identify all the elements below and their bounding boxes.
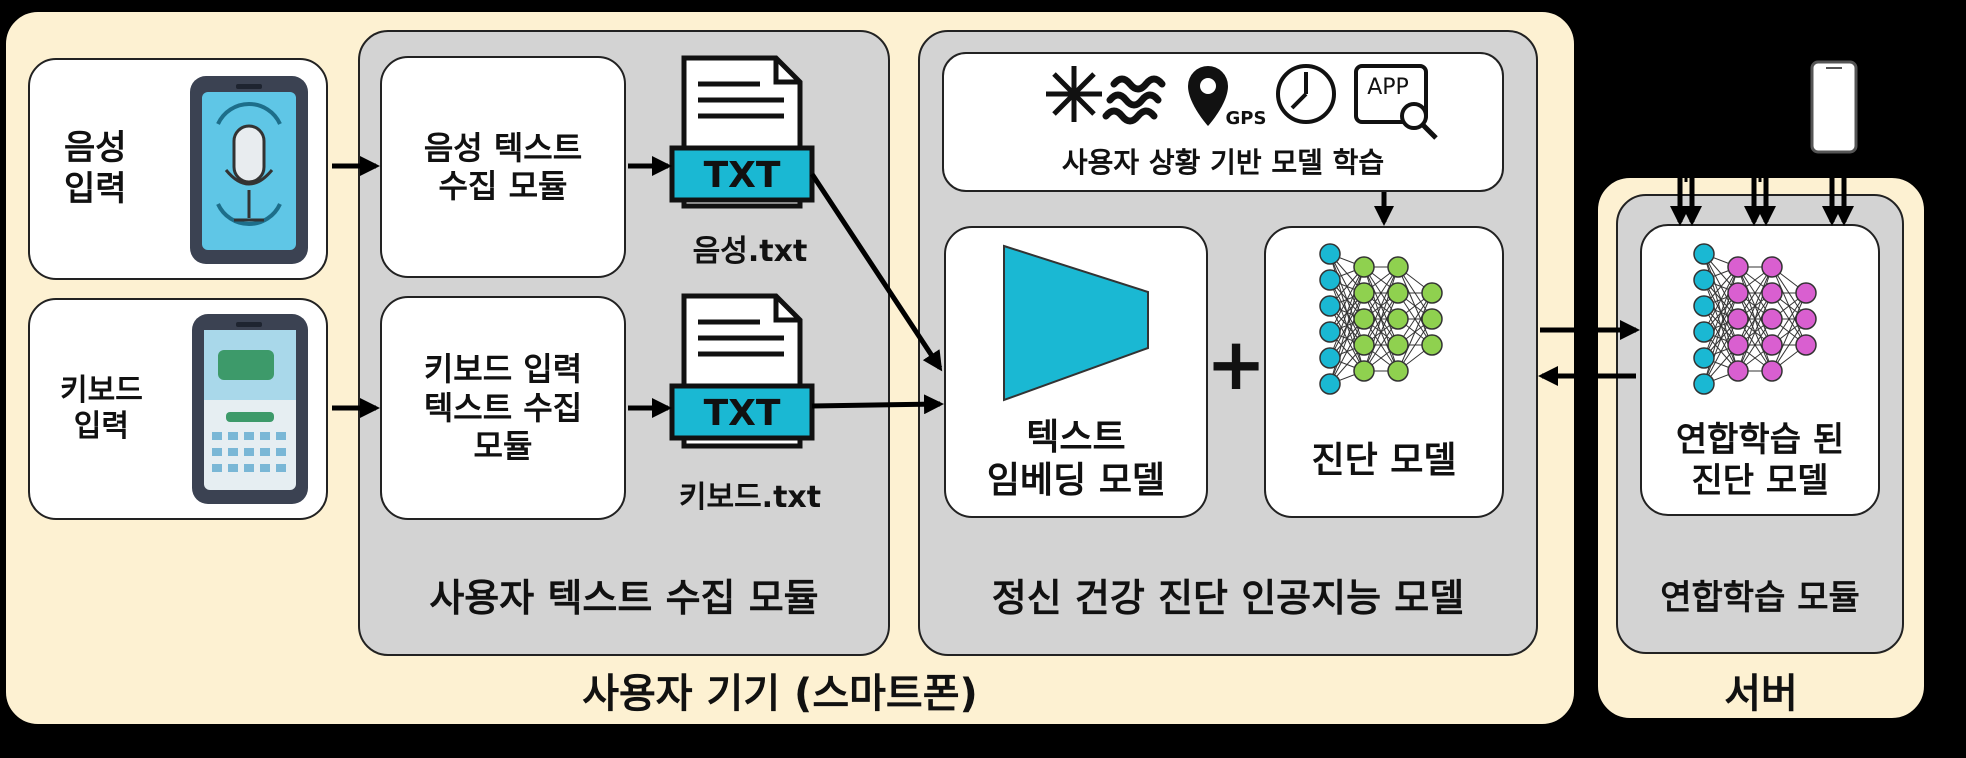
keyboard-collect-module: 키보드 입력 텍스트 수집 모듈 — [380, 296, 626, 520]
keyboard-phone-icon — [192, 314, 308, 504]
network-node — [1353, 282, 1375, 304]
network-edge — [1703, 292, 1739, 385]
app-text: APP — [1367, 75, 1409, 100]
federated-model-box: 연합학습 된 진단 모델 — [1640, 224, 1880, 516]
federated-title: 연합학습 모듈 — [1660, 577, 1860, 618]
network-node — [1421, 308, 1443, 330]
gps-pin-icon — [1188, 66, 1228, 126]
network-node — [1795, 308, 1817, 330]
network-node — [1387, 256, 1409, 278]
network-edge — [1397, 292, 1433, 372]
motion-icon — [1046, 66, 1102, 122]
network-edge — [1363, 266, 1399, 346]
arrow-voice-file-to-embedding — [809, 172, 943, 372]
device-title: 사용자 기기 (스마트폰) — [582, 671, 978, 717]
network-edge — [1363, 292, 1399, 372]
keyboard-file-label: 키보드.txt — [678, 480, 822, 515]
network-node — [1319, 347, 1341, 369]
network-node — [1693, 321, 1715, 343]
context-label: 사용자 상황 기반 모델 학습 — [1061, 146, 1385, 180]
network-node — [1727, 308, 1749, 330]
network-node — [1727, 360, 1749, 382]
network-node — [1319, 321, 1341, 343]
network-node — [1319, 243, 1341, 265]
network-node — [1319, 295, 1341, 317]
clock-icon — [1276, 64, 1336, 124]
gps-text: GPS — [1226, 108, 1267, 129]
network-node — [1387, 334, 1409, 356]
network-node — [1693, 347, 1715, 369]
network-node — [1795, 334, 1817, 356]
network-edge — [1329, 266, 1365, 333]
network-edge — [1329, 266, 1365, 359]
network-edge — [1737, 266, 1773, 346]
network-edge — [1703, 266, 1739, 359]
network-node — [1761, 256, 1783, 278]
server-phone-icon — [1810, 60, 1858, 154]
network-edge — [1329, 292, 1365, 385]
network-node — [1387, 308, 1409, 330]
voice-collect-label: 음성 텍스트 수집 모듈 — [423, 128, 583, 205]
arrow-keyboard-file-to-embedding — [811, 394, 944, 415]
diagnosis-network-icon — [1319, 243, 1443, 395]
network-node — [1761, 360, 1783, 382]
federated-model-label: 연합학습 된 진단 모델 — [1675, 420, 1845, 502]
federated-network-icon — [1693, 243, 1817, 395]
plus-sign: + — [1205, 322, 1267, 406]
network-node — [1761, 334, 1783, 356]
network-node — [1693, 243, 1715, 265]
network-node — [1319, 269, 1341, 291]
keyboard-txt-badge: TXT — [704, 393, 781, 434]
network-node — [1319, 373, 1341, 395]
network-edge — [1329, 318, 1365, 385]
network-node — [1353, 334, 1375, 356]
network-node — [1727, 282, 1749, 304]
network-node — [1353, 308, 1375, 330]
network-node — [1387, 360, 1409, 382]
network-node — [1387, 282, 1409, 304]
network-node — [1693, 373, 1715, 395]
network-edge — [1703, 318, 1739, 385]
network-edge — [1703, 266, 1739, 333]
app-search-icon — [1354, 64, 1438, 140]
voice-txt-badge: TXT — [704, 155, 781, 196]
network-node — [1421, 334, 1443, 356]
wave-icon — [1102, 75, 1166, 125]
keyboard-collect-label: 키보드 입력 텍스트 수집 모듈 — [423, 350, 583, 466]
network-node — [1727, 256, 1749, 278]
network-node — [1693, 295, 1715, 317]
voice-collect-module: 음성 텍스트 수집 모듈 — [380, 56, 626, 278]
embedding-model-shape — [1003, 244, 1149, 402]
embedding-model-label: 텍스트 임베딩 모델 — [986, 416, 1166, 501]
network-edge — [1737, 292, 1773, 372]
collection-title: 사용자 텍스트 수집 모듈 — [429, 575, 819, 620]
network-node — [1795, 282, 1817, 304]
voice-phone-icon — [190, 76, 308, 264]
keyboard-txt-file-icon — [669, 293, 815, 449]
diagnosis-model-label: 진단 모델 — [1311, 439, 1457, 481]
network-node — [1693, 269, 1715, 291]
network-edge — [1771, 292, 1807, 372]
server-title: 서버 — [1724, 671, 1798, 717]
voice-input-label: 음성 입력 — [64, 128, 127, 209]
network-node — [1727, 334, 1749, 356]
network-node — [1761, 282, 1783, 304]
voice-file-label: 음성.txt — [692, 234, 808, 269]
network-node — [1761, 308, 1783, 330]
keyboard-input-label: 키보드 입력 — [60, 373, 143, 444]
diagnosis-model-box: 진단 모델 — [1264, 226, 1504, 518]
network-node — [1353, 256, 1375, 278]
network-node — [1421, 282, 1443, 304]
ai-model-title: 정신 건강 진단 인공지능 모델 — [991, 575, 1465, 620]
network-node — [1353, 360, 1375, 382]
